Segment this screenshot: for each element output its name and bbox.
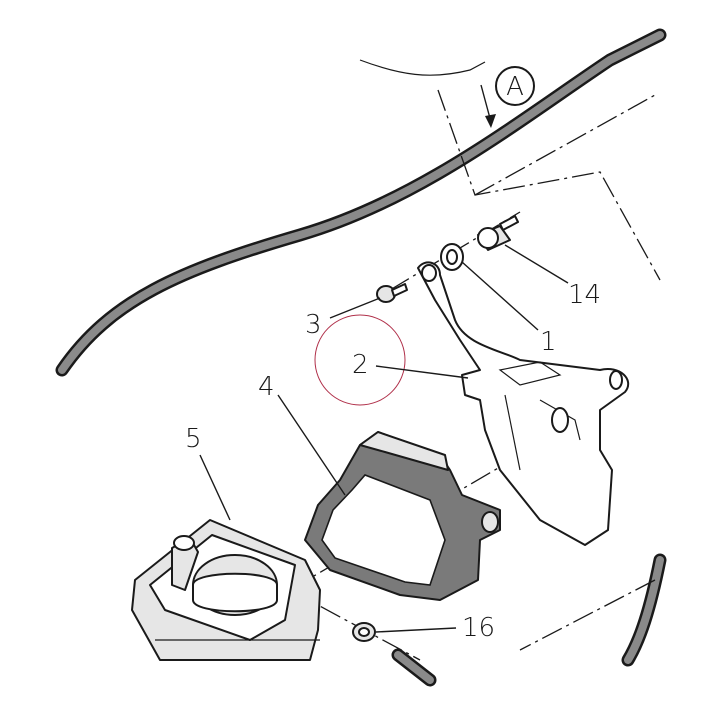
leader-14 <box>504 244 569 284</box>
callout-2: 2 <box>352 350 369 380</box>
view-boundary-line <box>437 89 661 281</box>
fitting-16 <box>352 622 437 687</box>
leader-2 <box>375 365 469 379</box>
holder-4 <box>304 431 501 601</box>
view-marker: A <box>480 66 535 128</box>
callout-14: 14 <box>568 280 601 310</box>
view-boundary-line-lower <box>519 579 656 651</box>
callout-16: 16 <box>462 613 495 643</box>
washer-1 <box>440 243 464 271</box>
screw-14 <box>477 215 519 251</box>
reservoir-5 <box>131 519 321 661</box>
callout-5: 5 <box>185 424 202 454</box>
view-boundary-line-2 <box>474 94 656 196</box>
view-marker-label: A <box>506 72 524 102</box>
body-panel-contour <box>359 59 486 76</box>
leader-1 <box>461 261 539 331</box>
hose-line <box>55 28 667 377</box>
callout-1: 1 <box>540 327 557 357</box>
hose-line-lower <box>621 553 667 667</box>
bracket-2 <box>417 261 630 546</box>
leader-5 <box>199 454 231 521</box>
callout-4: 4 <box>258 372 275 402</box>
screw-3 <box>376 283 408 303</box>
leader-3 <box>329 297 381 319</box>
assembly-axis-line-3 <box>289 589 421 661</box>
leader-4 <box>277 394 346 496</box>
leader-16 <box>375 627 457 633</box>
callout-3: 3 <box>305 310 322 340</box>
highlight-circle <box>314 314 406 406</box>
